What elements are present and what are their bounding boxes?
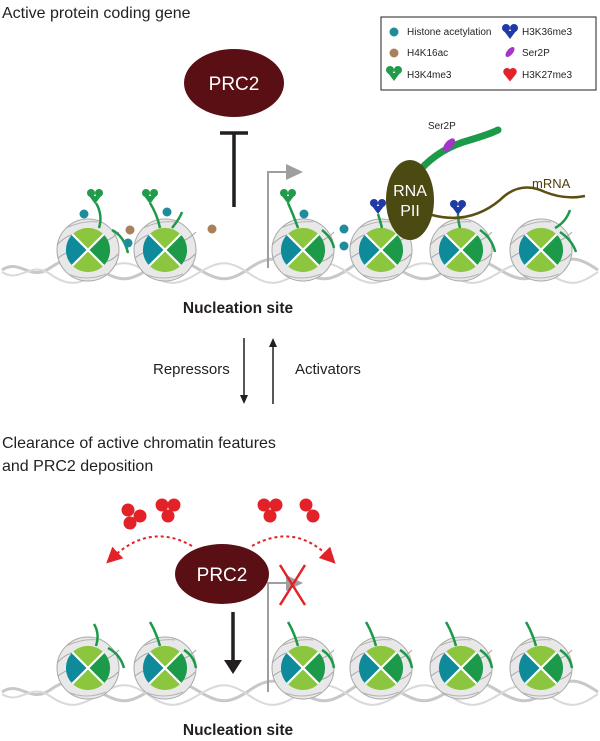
bottom-panel-title-line1: Clearance of active chromatin features — [2, 435, 276, 452]
inhibition-symbol — [220, 131, 248, 207]
h3k4me3-mark-3 — [280, 189, 296, 204]
legend-item-label: H4K16ac — [407, 48, 448, 59]
legend-item-label: Histone acetylation — [407, 27, 492, 38]
up-arrow-activators — [269, 338, 277, 404]
acetylation-mark-1 — [79, 209, 89, 219]
acetylation-icon — [389, 27, 399, 37]
rna-pol-label-line2: PII — [400, 203, 420, 220]
top-panel-title: Active protein coding gene — [2, 5, 191, 22]
bottom-panel-title-line2: and PRC2 deposition — [2, 458, 153, 475]
h3k36me3-mark-1 — [370, 199, 386, 214]
repressors-label: Repressors — [153, 361, 230, 378]
nucleosome-bottom-6 — [508, 621, 574, 701]
prc2-complex-bottom: PRC2 — [175, 544, 269, 604]
rna-pol-label-line1: RNA — [393, 183, 427, 200]
nucleosome-4 — [348, 199, 414, 283]
nucleosome-2 — [132, 189, 217, 283]
nucleosome-bottom-5 — [428, 621, 494, 701]
h3k36me3-mark-2 — [450, 200, 466, 215]
h3k27me3-cluster-1 — [121, 503, 147, 530]
ser2p-icon — [505, 47, 515, 57]
h4k16ac-icon — [389, 48, 399, 58]
acetylation-mark-2 — [123, 238, 133, 248]
legend-item-label: H3K36me3 — [522, 27, 572, 38]
acetylation-mark-6 — [339, 241, 349, 251]
ser2p-mark — [443, 138, 455, 152]
nucleosome-3 — [270, 189, 349, 283]
h3k4me3-mark-2 — [142, 189, 158, 204]
mrna-label: mRNA — [532, 176, 571, 191]
activators-label: Activators — [295, 361, 361, 378]
blocked-transcription-icon — [278, 564, 307, 606]
deposition-arrow — [224, 612, 242, 674]
legend-item-label: Ser2P — [522, 48, 550, 59]
spread-arrow-right — [251, 535, 336, 564]
legend-item-label: H3K4me3 — [407, 70, 452, 81]
rna-polymerase-ii: Ser2P mRNA RNA PII — [386, 121, 586, 240]
h4k16ac-mark-2 — [207, 224, 217, 234]
legend: Histone acetylation H3K36me3 H4K16ac Ser… — [380, 16, 597, 91]
nucleosome-5 — [428, 200, 497, 283]
acetylation-mark-5 — [339, 224, 349, 234]
h3k27me3-cluster-2 — [155, 498, 181, 523]
tss-arrow-top — [267, 164, 303, 268]
nucleosome-bottom-2 — [132, 621, 198, 701]
ser2p-label: Ser2P — [428, 121, 456, 132]
nucleation-site-label-top: Nucleation site — [183, 300, 294, 317]
h3k27me3-cluster-3 — [257, 498, 283, 523]
prc2-complex-top: PRC2 — [184, 49, 284, 117]
nucleosome-bottom-3 — [270, 621, 336, 701]
nucleosome-bottom-1 — [55, 623, 126, 701]
acetylation-mark-3 — [162, 207, 172, 217]
nucleosome-6 — [508, 209, 578, 283]
h3k27me3-cluster-4 — [299, 498, 320, 523]
legend-item-label: H3K27me3 — [522, 70, 572, 81]
prc2-label-bottom: PRC2 — [197, 565, 248, 586]
prc2-label-top: PRC2 — [209, 74, 260, 95]
nucleosome-1 — [55, 189, 135, 283]
spread-arrow-left — [106, 535, 193, 564]
nucleosome-bottom-4 — [348, 621, 414, 701]
acetylation-mark-4 — [299, 209, 309, 219]
down-arrow-repressors — [240, 338, 248, 404]
h3k27me3-icon — [503, 68, 517, 82]
h3k4me3-mark-1 — [87, 189, 103, 204]
nucleation-site-label-bottom: Nucleation site — [183, 722, 294, 739]
h4k16ac-mark-1 — [125, 225, 135, 235]
